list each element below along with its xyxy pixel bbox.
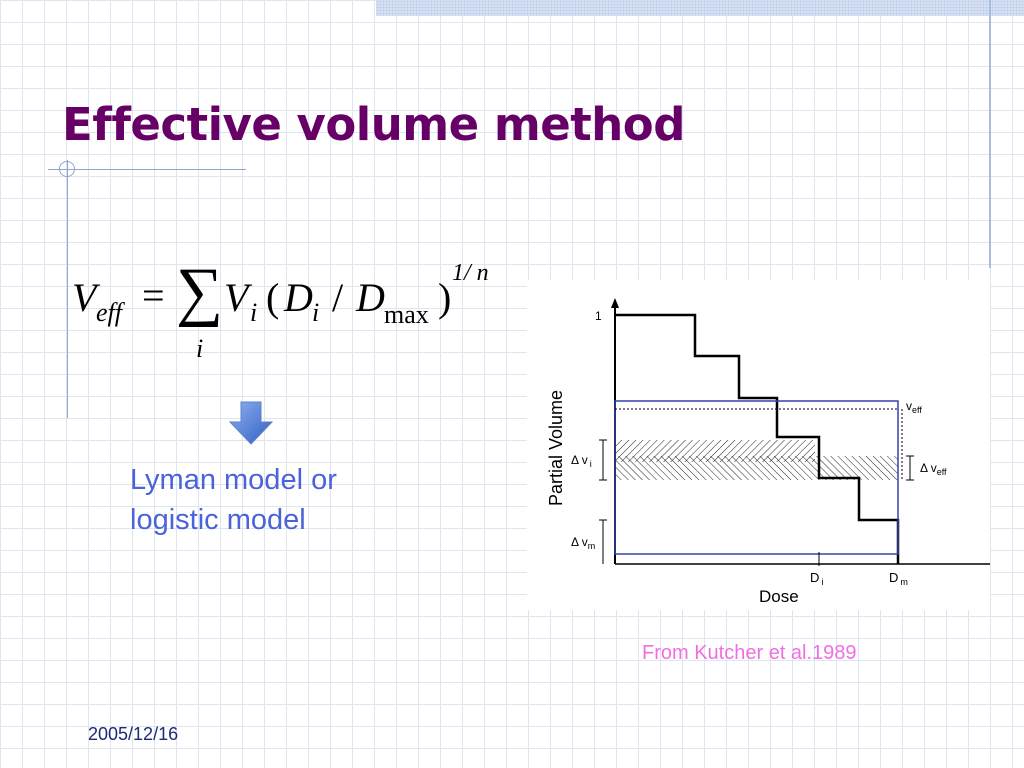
hatched-band-delta-veff <box>615 456 898 480</box>
formula-dose-subscript: i <box>312 298 320 327</box>
result-line-2: logistic model <box>130 504 306 536</box>
formula-term-subscript: i <box>250 298 258 327</box>
source-credit: From Kutcher et al.1989 <box>642 642 857 664</box>
formula-close-paren: ) <box>438 275 452 320</box>
formula-dose: D <box>284 275 313 320</box>
slide-date: 2005/12/16 <box>88 724 179 744</box>
formula-sum-index: i <box>196 334 204 363</box>
dose-volume-step-curve <box>615 313 900 564</box>
result-line-1: Lyman model or <box>130 464 337 496</box>
formula-sum-symbol: ∑ <box>176 255 224 328</box>
formula-term: V <box>224 275 249 320</box>
label-delta-vm: Δ vm <box>571 535 595 551</box>
right-decorative-rule <box>989 0 991 268</box>
slide-title: Effective volume method <box>62 98 685 151</box>
formula-exponent: 1/ n <box>452 260 489 286</box>
arrow-down-icon <box>228 401 274 445</box>
formula-dmax: D <box>356 275 385 320</box>
x-axis-label: Dose <box>759 587 799 606</box>
title-underline-rule <box>48 169 246 170</box>
formula-divide: / <box>332 275 344 320</box>
formula-lhs-subscript: eff <box>96 298 122 327</box>
formula-open-paren: ( <box>266 275 280 320</box>
y-tick-label: 1 <box>595 309 602 323</box>
y-axis-label: Partial Volume <box>546 390 566 506</box>
result-model-text: Lyman model or logistic model <box>130 460 430 540</box>
left-decorative-rule <box>67 160 68 418</box>
formula-dmax-subscript: max <box>384 300 429 329</box>
effective-volume-box <box>614 400 899 555</box>
label-delta-veff: Δ veff <box>920 461 947 477</box>
rule-circle-ornament <box>59 161 75 177</box>
effective-volume-formula: V eff = ∑ i V i ( D i / D max ) 1/ n <box>68 255 508 368</box>
top-decorative-band <box>376 0 1024 16</box>
formula-lhs: V <box>72 275 97 320</box>
y-axis-arrowhead <box>611 298 619 308</box>
formula-equals: = <box>142 273 165 318</box>
label-veff: veff <box>906 399 922 415</box>
